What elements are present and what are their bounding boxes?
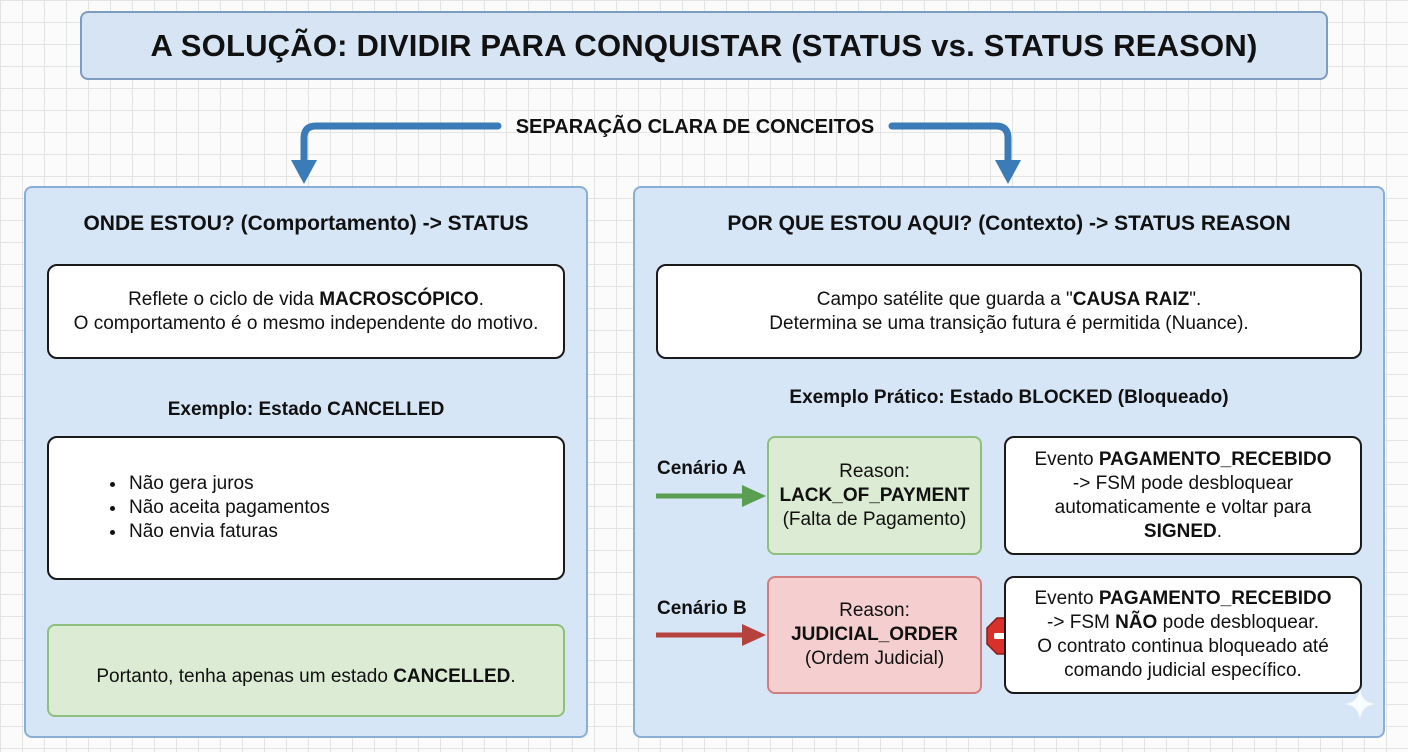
diagram-title: A SOLUÇÃO: DIVIDIR PARA CONQUISTAR (STAT…	[80, 11, 1328, 80]
status-description-line2: O comportamento é o mesmo independente d…	[73, 312, 539, 334]
sparkle-icon	[1344, 688, 1376, 720]
split-arrow-right	[888, 122, 1012, 172]
split-arrowhead-left	[291, 160, 317, 184]
status-conclusion-box: Portanto, tenha apenas um estado CANCELL…	[47, 624, 565, 717]
scenario-b-reason-code: JUDICIAL_ORDER	[791, 624, 958, 645]
scenario-a-outcome-box: Evento PAGAMENTO_RECEBIDO -> FSM pode de…	[1004, 436, 1362, 555]
status-reason-panel-heading: POR QUE ESTOU AQUI? (Contexto) -> STATUS…	[727, 212, 1291, 235]
scenario-b-outcome-box: Evento PAGAMENTO_RECEBIDO -> FSM NÃO pod…	[1004, 576, 1362, 694]
list-item: Não aceita pagamentos	[127, 496, 330, 520]
scenario-b-arrowhead	[742, 624, 766, 646]
list-item: Não envia faturas	[127, 520, 330, 544]
scenario-a-reason-box: Reason: LACK_OF_PAYMENT (Falta de Pagame…	[767, 436, 982, 555]
scenario-b-reason-label: Reason:	[839, 600, 910, 621]
status-description-line1: Reflete o ciclo de vida MACROSCÓPICO.	[128, 288, 484, 310]
scenario-b-outcome-line2: -> FSM NÃO pode desbloquear.	[1047, 612, 1319, 633]
cancelled-behaviors-box: Não gera juros Não aceita pagamentos Não…	[47, 436, 565, 580]
scenario-b-outcome-line4: comando judicial específico.	[1064, 660, 1302, 681]
scenario-a-label: Cenário A	[657, 458, 747, 479]
list-item: Não gera juros	[127, 472, 330, 496]
scenario-a-outcome-line2: -> FSM pode desbloquear	[1072, 472, 1294, 494]
scenario-a-reason-desc: (Falta de Pagamento)	[782, 508, 967, 530]
status-example-heading: Exemplo: Estado CANCELLED	[167, 399, 445, 420]
scenario-b-outcome-line3: O contrato continua bloqueado até	[1037, 636, 1329, 657]
status-reason-example-heading: Exemplo Prático: Estado BLOCKED (Bloquea…	[789, 387, 1229, 408]
status-reason-description-line2: Determina se uma transição futura é perm…	[769, 312, 1249, 334]
split-arrow-left	[300, 122, 502, 172]
scenario-a-arrowhead	[742, 485, 766, 507]
status-description-box: Reflete o ciclo de vida MACROSCÓPICO. O …	[47, 264, 565, 359]
scenario-a-outcome-line4: SIGNED.	[1143, 520, 1223, 542]
scenario-a-outcome-line3: automaticamente e voltar para	[1054, 496, 1312, 518]
separator-label: SEPARAÇÃO CLARA DE CONCEITOS	[515, 115, 875, 138]
scenario-a-reason-code: LACK_OF_PAYMENT	[779, 484, 970, 506]
status-reason-description-line1: Campo satélite que guarda a "CAUSA RAIZ"…	[816, 288, 1202, 310]
scenario-a-reason-label: Reason:	[839, 460, 910, 482]
status-reason-description-box: Campo satélite que guarda a "CAUSA RAIZ"…	[656, 264, 1362, 359]
scenario-b-label: Cenário B	[657, 598, 747, 619]
scenario-b-outcome-line1: Evento PAGAMENTO_RECEBIDO	[1034, 588, 1332, 609]
scenario-b-reason-desc: (Ordem Judicial)	[804, 648, 945, 669]
status-panel-heading: ONDE ESTOU? (Comportamento) -> STATUS	[83, 212, 529, 235]
scenario-b-reason-box: Reason: JUDICIAL_ORDER (Ordem Judicial)	[767, 576, 982, 694]
scenario-a-outcome-line1: Evento PAGAMENTO_RECEBIDO	[1034, 448, 1332, 470]
split-arrowhead-right	[995, 160, 1021, 184]
status-conclusion-text: Portanto, tenha apenas um estado CANCELL…	[96, 665, 516, 687]
cancelled-behaviors-list: Não gera juros Não aceita pagamentos Não…	[95, 472, 330, 544]
